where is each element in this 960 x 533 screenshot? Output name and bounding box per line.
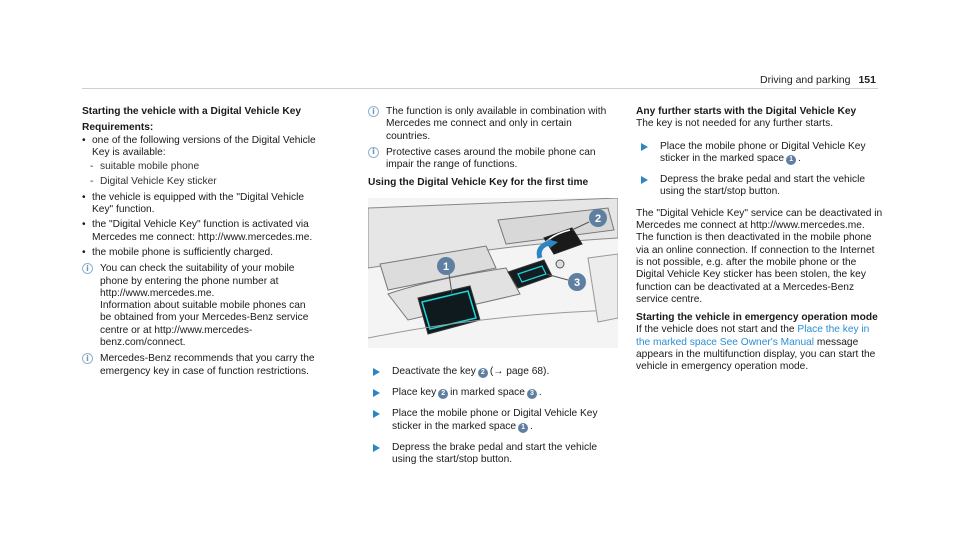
body-paragraph: If the vehicle does not start and the Pl… — [636, 324, 876, 373]
page-header: Driving and parking 151 — [760, 74, 876, 86]
callout-number: 1 — [518, 422, 529, 433]
callout-number: 3 — [526, 389, 537, 400]
list-item: the "Digital Vehicle Key" function is ac… — [82, 219, 318, 244]
info-note: i Mercedes-Benz recommends that you carr… — [82, 353, 318, 378]
instruction-step: Place the mobile phone or Digital Vehicl… — [368, 408, 618, 433]
section-heading: Starting the vehicle with a Digital Vehi… — [82, 106, 302, 117]
column-1: Starting the vehicle with a Digital Vehi… — [82, 106, 318, 382]
arrow-right-icon — [641, 142, 648, 151]
info-note: i Protective cases around the mobile pho… — [368, 146, 618, 172]
list-item: one of the following versions of the Dig… — [82, 135, 318, 160]
header-divider — [82, 88, 878, 89]
section-heading: Any further starts with the Digital Vehi… — [636, 106, 857, 117]
callout-3: 3 — [574, 277, 580, 289]
callout-number: 2 — [438, 389, 449, 400]
page-number: 151 — [858, 74, 876, 86]
column-3: Any further starts with the Digital Vehi… — [636, 106, 884, 378]
console-illustration: 1 2 3 — [368, 197, 618, 348]
arrow-right-icon — [373, 443, 380, 452]
instruction-step: Depress the brake pedal and start the ve… — [368, 442, 618, 467]
column-2: i The function is only available in comb… — [368, 106, 618, 476]
illustration-center-console: 1 2 3 — [368, 197, 618, 348]
body-paragraph: The "Digital Vehicle Key" service can be… — [636, 207, 883, 305]
info-icon: i — [82, 353, 93, 365]
info-icon: i — [368, 146, 379, 158]
arrow-right-icon — [373, 389, 380, 398]
list-item: the mobile phone is sufficiently charged… — [82, 247, 318, 260]
info-note: i You can check the suitability of your … — [82, 263, 318, 349]
info-note: i The function is only available in comb… — [368, 106, 618, 143]
manual-reference-link[interactable]: Place the key in the marked space See Ow… — [636, 324, 870, 348]
section-heading: Starting the vehicle in emergency operat… — [636, 312, 878, 324]
callout-number: 1 — [786, 154, 797, 165]
instruction-step: Depress the brake pedal and start the ve… — [636, 174, 884, 199]
section-heading: Using the Digital Vehicle Key for the fi… — [368, 177, 589, 189]
callout-2: 2 — [595, 213, 601, 225]
requirements-label: Requirements: — [82, 122, 154, 134]
callout-1: 1 — [443, 261, 449, 273]
sub-list-item: Digital Vehicle Key sticker — [82, 176, 318, 189]
intro-text: The key is not needed for any further st… — [636, 118, 834, 130]
arrow-right-icon — [641, 176, 648, 185]
info-icon: i — [368, 106, 379, 117]
info-icon: i — [82, 263, 93, 275]
callout-number: 2 — [477, 367, 488, 378]
sub-list-item: suitable mobile phone — [82, 161, 318, 174]
section-title: Driving and parking — [760, 74, 851, 86]
arrow-right-icon — [373, 410, 380, 419]
instruction-step: Place the mobile phone or Digital Vehicl… — [636, 141, 884, 166]
arrow-right-icon — [373, 367, 380, 376]
list-item: the vehicle is equipped with the "Digita… — [82, 192, 318, 217]
